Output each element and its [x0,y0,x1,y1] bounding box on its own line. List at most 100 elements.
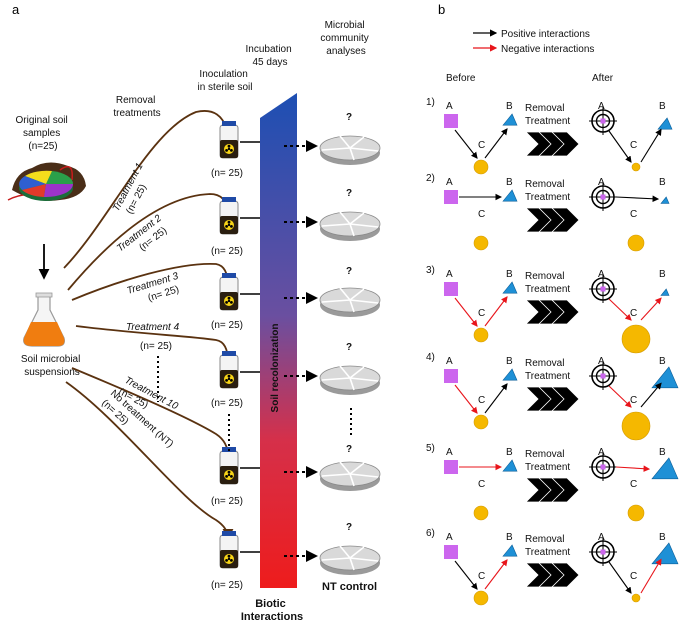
label-c-after: C [630,395,637,406]
label-c-before: C [478,479,485,490]
vial-6-n: (n= 25) [211,580,243,591]
removal-chevron-icon [525,386,580,412]
removal-chevron-icon [525,562,580,588]
removal-chevron-icon [525,299,580,325]
label-a-after: A [598,447,605,458]
treatment-4-name: Treatment 4 [126,322,180,333]
inoculation-title: Inoculation in sterile soil [197,69,252,93]
species-a-reduced [600,286,606,292]
label-b-after: B [659,177,666,188]
species-c-circle [473,414,489,430]
species-b-triangle-after [651,542,679,565]
suspensions-label: Soil microbial suspensions [21,354,83,378]
result-pie [319,135,381,165]
label-a-before: A [446,447,453,458]
removal-label-line1: Removal [525,449,564,460]
species-b-triangle [502,459,518,472]
species-a-reduced [600,194,606,200]
removal-label-line2: Treatment [525,116,570,127]
species-c-circle [473,505,489,521]
panel-a-label: a [12,2,20,17]
result-pie [319,461,381,491]
removal-label-line2: Treatment [525,547,570,558]
question-4: ? [346,342,352,353]
species-a-reduced [600,464,606,470]
label-c-after: C [630,479,637,490]
label-b-after: B [659,101,666,112]
label-b-before: B [506,532,513,543]
biotic-line1: Biotic [255,598,286,610]
result-pie [319,287,381,317]
radiation-icon [224,220,234,230]
species-a-reduced [600,373,606,379]
label-b-after: B [659,532,666,543]
vial-1 [219,121,239,159]
removal-title-line2: treatments [113,108,160,119]
radiation-icon [224,374,234,384]
soil-sample-illustration [7,162,86,201]
label-a-after: A [598,177,605,188]
recolonization-label: Soil recolonization [270,324,281,413]
result-pie [319,211,381,241]
legend-negative-label: Negative interactions [501,44,594,55]
removal-treatments-title: Removal treatments [113,95,160,119]
curve-treatment-10 [71,367,234,458]
after-title: After [592,73,614,84]
species-a-reduced [600,118,606,124]
removal-label-line1: Removal [525,179,564,190]
curve-treatment-4 [75,325,234,364]
species-c-circle [473,159,489,175]
removal-label-line2: Treatment [525,192,570,203]
removal-label-line1: Removal [525,103,564,114]
label-a-before: A [446,269,453,280]
label-b-before: B [506,177,513,188]
incubation-line2: 45 days [252,57,287,68]
label-a-before: A [446,101,453,112]
label-c-before: C [478,395,485,406]
vial-4-n: (n= 25) [211,398,243,409]
vial-6 [219,531,239,569]
radiation-icon [224,296,234,306]
label-c-before: C [478,571,485,582]
label-a-before: A [446,532,453,543]
species-b-triangle-after [660,288,670,296]
treatment-1-label: Treatment 1 (n= 25) [111,161,149,216]
species-c-circle-after [631,593,641,603]
original-samples-line2: samples [23,128,60,139]
suspensions-line2: suspensions [24,367,80,378]
result-pies [319,135,381,575]
removal-label-line2: Treatment [525,284,570,295]
flask-icon [23,292,65,347]
soil-pie-chart-icon [19,170,74,201]
question-2: ? [346,188,352,199]
treatment-2-label: Treatment 2 (n= 25) [115,213,169,255]
removal-label-line2: Treatment [525,371,570,382]
row-number: 1) [426,97,435,108]
radiation-icon [224,554,234,564]
biotic-interactions-label: Biotic Interactions [241,598,303,623]
species-a-square [444,190,458,204]
species-a-square [444,282,458,296]
label-b-after: B [659,356,666,367]
species-a-reduced [600,549,606,555]
species-c-circle [473,590,489,606]
removal-chevron-icon [525,207,580,233]
species-c-circle [473,235,489,251]
result-pie [319,545,381,575]
species-b-triangle [502,281,518,294]
species-b-triangle [502,544,518,557]
panel-b-label: b [438,2,445,17]
curve-no-treatment [65,381,234,540]
species-c-circle-after [621,324,651,354]
treatment-4-label: Treatment 4 (n= 25) [126,322,180,352]
original-samples-title: Original soil samples (n=25) [15,115,70,152]
vial-3-n: (n= 25) [211,320,243,331]
biotic-line2: Interactions [241,611,303,623]
microbial-line2: community [320,33,368,44]
question-5: ? [346,444,352,455]
row-number: 4) [426,352,435,363]
species-c-circle [473,327,489,343]
